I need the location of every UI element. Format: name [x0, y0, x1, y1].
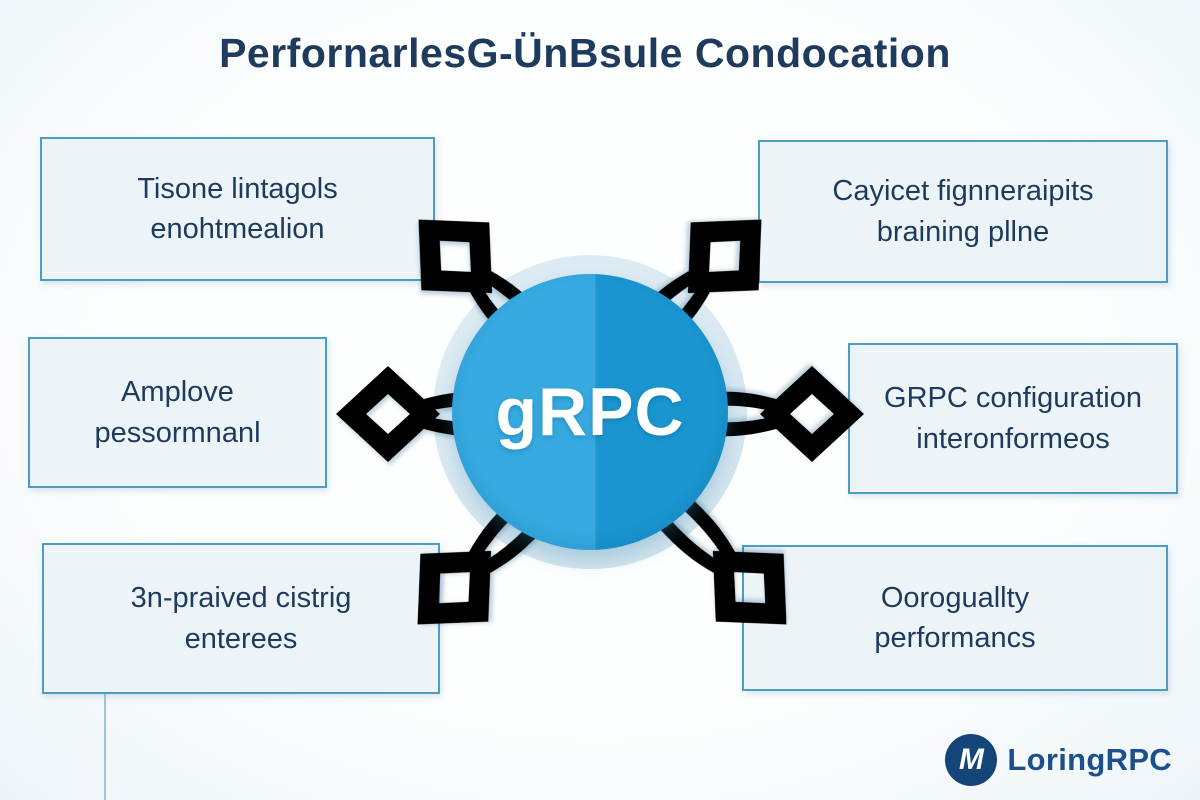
brand-lockup: M LoringRPC — [945, 734, 1172, 786]
feature-box-line: performancs — [874, 622, 1036, 654]
feature-box-line: Ooroguallty — [880, 581, 1030, 614]
feature-box-top-right: Cayicet fignneraipits braining pllne — [758, 140, 1168, 283]
brand-name: LoringRPC — [1007, 742, 1172, 777]
feature-box-line: GRPC configuration — [884, 382, 1142, 415]
feature-box-line: braining pllne — [876, 215, 1050, 248]
hub-circle: gRPC — [452, 274, 728, 550]
feature-box-line: enterees — [184, 622, 298, 655]
feature-box-middle-left: Amplove pessormnanl — [28, 337, 327, 488]
feature-box-middle-right: GRPC configuration interonformeos — [848, 343, 1178, 494]
feature-box-bottom-right: Ooroguallty performancs — [742, 545, 1168, 691]
feature-box-line: pessormnanl — [94, 416, 261, 449]
artifact-line — [104, 694, 106, 800]
hub-label: gRPC — [495, 374, 685, 450]
feature-box-line: Tisone lintagols — [137, 172, 338, 205]
feature-box-line: Amplove — [121, 376, 234, 409]
feature-box-bottom-left: 3n-praived cistrig enterees — [42, 543, 440, 694]
feature-box-line: 3n-praived cistrig — [130, 582, 352, 615]
feature-box-line: interonformeos — [916, 422, 1110, 455]
m-monogram-icon: M — [945, 734, 998, 786]
feature-box-top-left: Tisone lintagols enohtmealion — [40, 137, 435, 281]
feature-box-line: enohtmealion — [150, 213, 325, 245]
feature-box-line: Cayicet fignneraipits — [832, 175, 1094, 208]
page-title: PerfornarlesG-ÜnBsule Condocation — [219, 30, 951, 76]
